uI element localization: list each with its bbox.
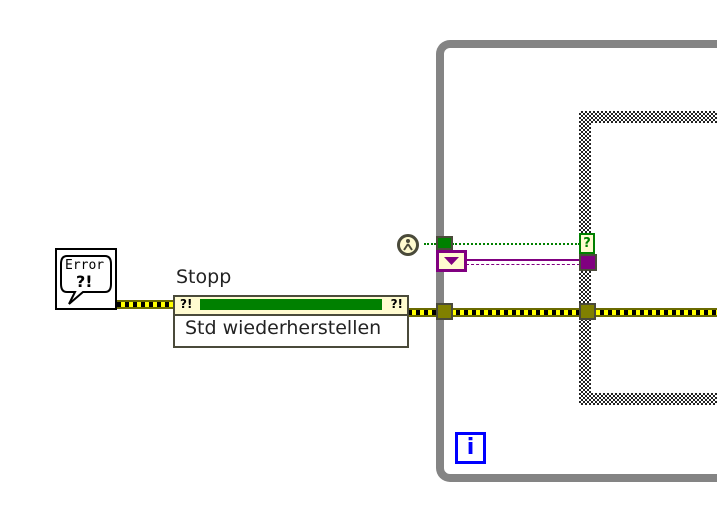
error-wire[interactable] — [117, 300, 174, 309]
stop-label: Stopp — [176, 266, 232, 288]
error-constant-symbol: ?! — [76, 272, 93, 291]
case-selector[interactable]: ? — [579, 233, 595, 254]
iteration-label: i — [466, 435, 475, 460]
enum-wire[interactable] — [466, 259, 580, 265]
error-constant[interactable]: Error ?! — [55, 248, 117, 310]
error-in-indicator: ?! — [180, 297, 193, 311]
stop-node-fill — [200, 299, 382, 310]
enum-shift-register[interactable] — [436, 250, 467, 272]
iteration-terminal[interactable]: i — [455, 432, 486, 464]
case-structure-interior — [591, 123, 717, 393]
boolean-tunnel[interactable] — [436, 236, 453, 250]
boolean-wire[interactable] — [424, 243, 436, 245]
speech-bubble-icon — [60, 255, 112, 305]
stop-node-header: ?! ?! — [175, 297, 407, 316]
case-selector-symbol: ? — [583, 236, 591, 251]
boolean-wire[interactable] — [452, 243, 580, 245]
enum-tunnel-case[interactable] — [579, 254, 597, 271]
error-out-indicator: ?! — [390, 297, 403, 311]
stop-property-node[interactable]: ?! ?! Std wiederherstellen — [173, 295, 409, 348]
stop-node-value: Std wiederherstellen — [185, 317, 382, 339]
error-constant-label: Error — [65, 258, 105, 273]
error-tunnel-loop[interactable] — [436, 303, 453, 320]
stop-button-icon[interactable] — [397, 234, 419, 256]
dropdown-arrow-icon — [439, 253, 464, 269]
error-wire[interactable] — [408, 308, 717, 317]
error-tunnel-case[interactable] — [579, 303, 596, 320]
